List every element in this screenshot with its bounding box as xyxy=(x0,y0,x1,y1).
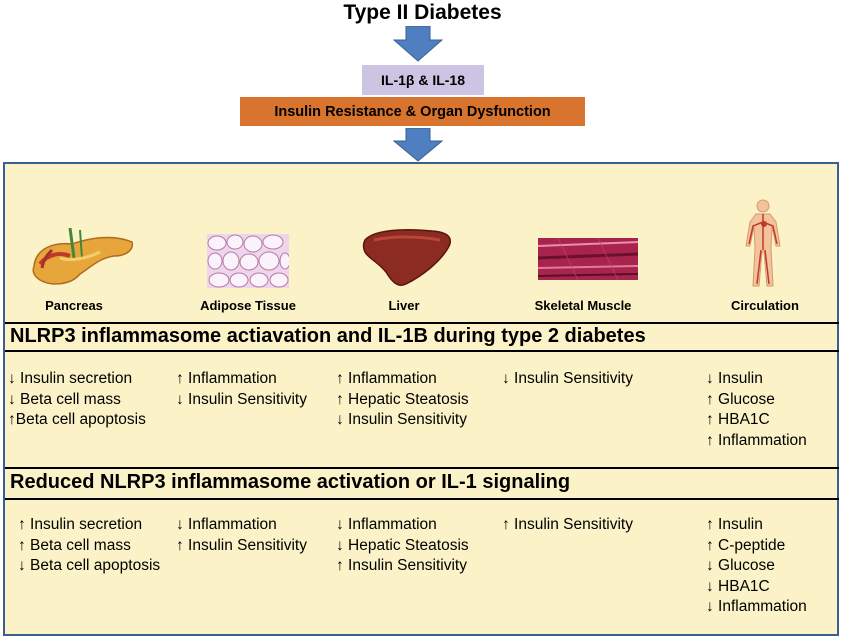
organ-label-skeletal-muscle: Skeletal Muscle xyxy=(534,298,632,313)
effect-item: ↓ Beta cell mass xyxy=(8,390,121,408)
effect-item: ↓ Insulin xyxy=(706,370,763,387)
effect-item: ↑ Insulin Sensitivity xyxy=(336,557,467,574)
effect-item: ↓ Inflammation xyxy=(706,598,807,615)
effect-item: ↓ Glucose xyxy=(706,557,775,574)
section-title-reduced: Reduced NLRP3 inflammasome activation or… xyxy=(10,471,571,493)
cytokine-box: IL-1β & IL-18 xyxy=(362,65,484,95)
effects-circulation: ↓ Insulin ↑ Glucose ↑ HBA1C ↑ Inflammati… xyxy=(706,369,807,451)
skeletal-muscle-icon xyxy=(538,238,638,280)
organ-label-circulation: Circulation xyxy=(731,298,799,313)
organ-label-pancreas: Pancreas xyxy=(45,298,103,313)
effect-item: ↓ HBA1C xyxy=(706,577,770,595)
effect-item: ↑ Insulin Sensitivity xyxy=(176,536,307,554)
effects-pancreas: ↑ Insulin secretion ↑ Beta cell mass ↓ B… xyxy=(18,515,160,577)
organ-label-adipose-tissue: Adipose Tissue xyxy=(200,298,296,313)
effect-item: ↑ Inflammation xyxy=(336,370,437,387)
down-arrow-icon xyxy=(393,26,443,62)
effect-item: ↑ Inflammation xyxy=(176,370,277,387)
effect-item: ↑Beta cell apoptosis xyxy=(8,411,146,428)
effect-item: ↑ Insulin secretion xyxy=(18,516,143,533)
effects-skeletal-muscle: ↓ Insulin Sensitivity xyxy=(502,369,633,390)
diagram-title: Type II Diabetes xyxy=(343,1,502,24)
liver-icon xyxy=(362,229,452,286)
effect-item: ↑ HBA1C xyxy=(706,411,770,428)
effect-item: ↓ Beta cell apoptosis xyxy=(18,557,161,574)
effect-item: ↑ Inflammation xyxy=(706,431,807,449)
circulation-icon xyxy=(745,199,781,287)
outcome-box: Insulin Resistance & Organ Dysfunction xyxy=(240,97,585,126)
effect-item: ↑ Insulin Sensitivity xyxy=(502,516,633,533)
divider xyxy=(5,350,839,352)
effects-circulation: ↑ Insulin ↑ C-peptide ↓ Glucose ↓ HBA1C … xyxy=(706,515,807,618)
effects-adipose-tissue: ↑ Inflammation ↓ Insulin Sensitivity xyxy=(176,369,307,410)
organ-label-liver: Liver xyxy=(388,298,420,313)
divider xyxy=(5,322,839,324)
effect-item: ↑ Glucose xyxy=(706,390,775,408)
section-title-activation: NLRP3 inflammasome actiavation and IL-1B… xyxy=(10,325,646,347)
pancreas-icon xyxy=(32,228,134,285)
effect-item: ↓ Insulin secretion xyxy=(8,370,133,387)
divider xyxy=(5,498,839,500)
effect-item: ↑ Insulin xyxy=(706,516,763,533)
down-arrow-icon xyxy=(393,128,443,162)
effects-adipose-tissue: ↓ Inflammation ↑ Insulin Sensitivity xyxy=(176,515,307,556)
effects-skeletal-muscle: ↑ Insulin Sensitivity xyxy=(502,515,633,536)
effects-pancreas: ↓ Insulin secretion ↓ Beta cell mass ↑Be… xyxy=(8,369,146,431)
effect-item: ↑ Beta cell mass xyxy=(18,536,131,554)
effect-item: ↓ Inflammation xyxy=(176,516,277,533)
effect-item: ↓ Insulin Sensitivity xyxy=(176,390,307,408)
effect-item: ↓ Hepatic Steatosis xyxy=(336,536,469,554)
effects-liver: ↓ Inflammation ↓ Hepatic Steatosis ↑ Ins… xyxy=(336,515,469,577)
effect-item: ↑ C-peptide xyxy=(706,536,786,554)
adipose-tissue-icon xyxy=(207,234,289,288)
effect-item: ↓ Insulin Sensitivity xyxy=(336,411,467,428)
effects-liver: ↑ Inflammation ↑ Hepatic Steatosis ↓ Ins… xyxy=(336,369,469,431)
effect-item: ↓ Inflammation xyxy=(336,516,437,533)
divider xyxy=(5,467,839,469)
effect-item: ↓ Insulin Sensitivity xyxy=(502,370,633,387)
effect-item: ↑ Hepatic Steatosis xyxy=(336,390,469,408)
